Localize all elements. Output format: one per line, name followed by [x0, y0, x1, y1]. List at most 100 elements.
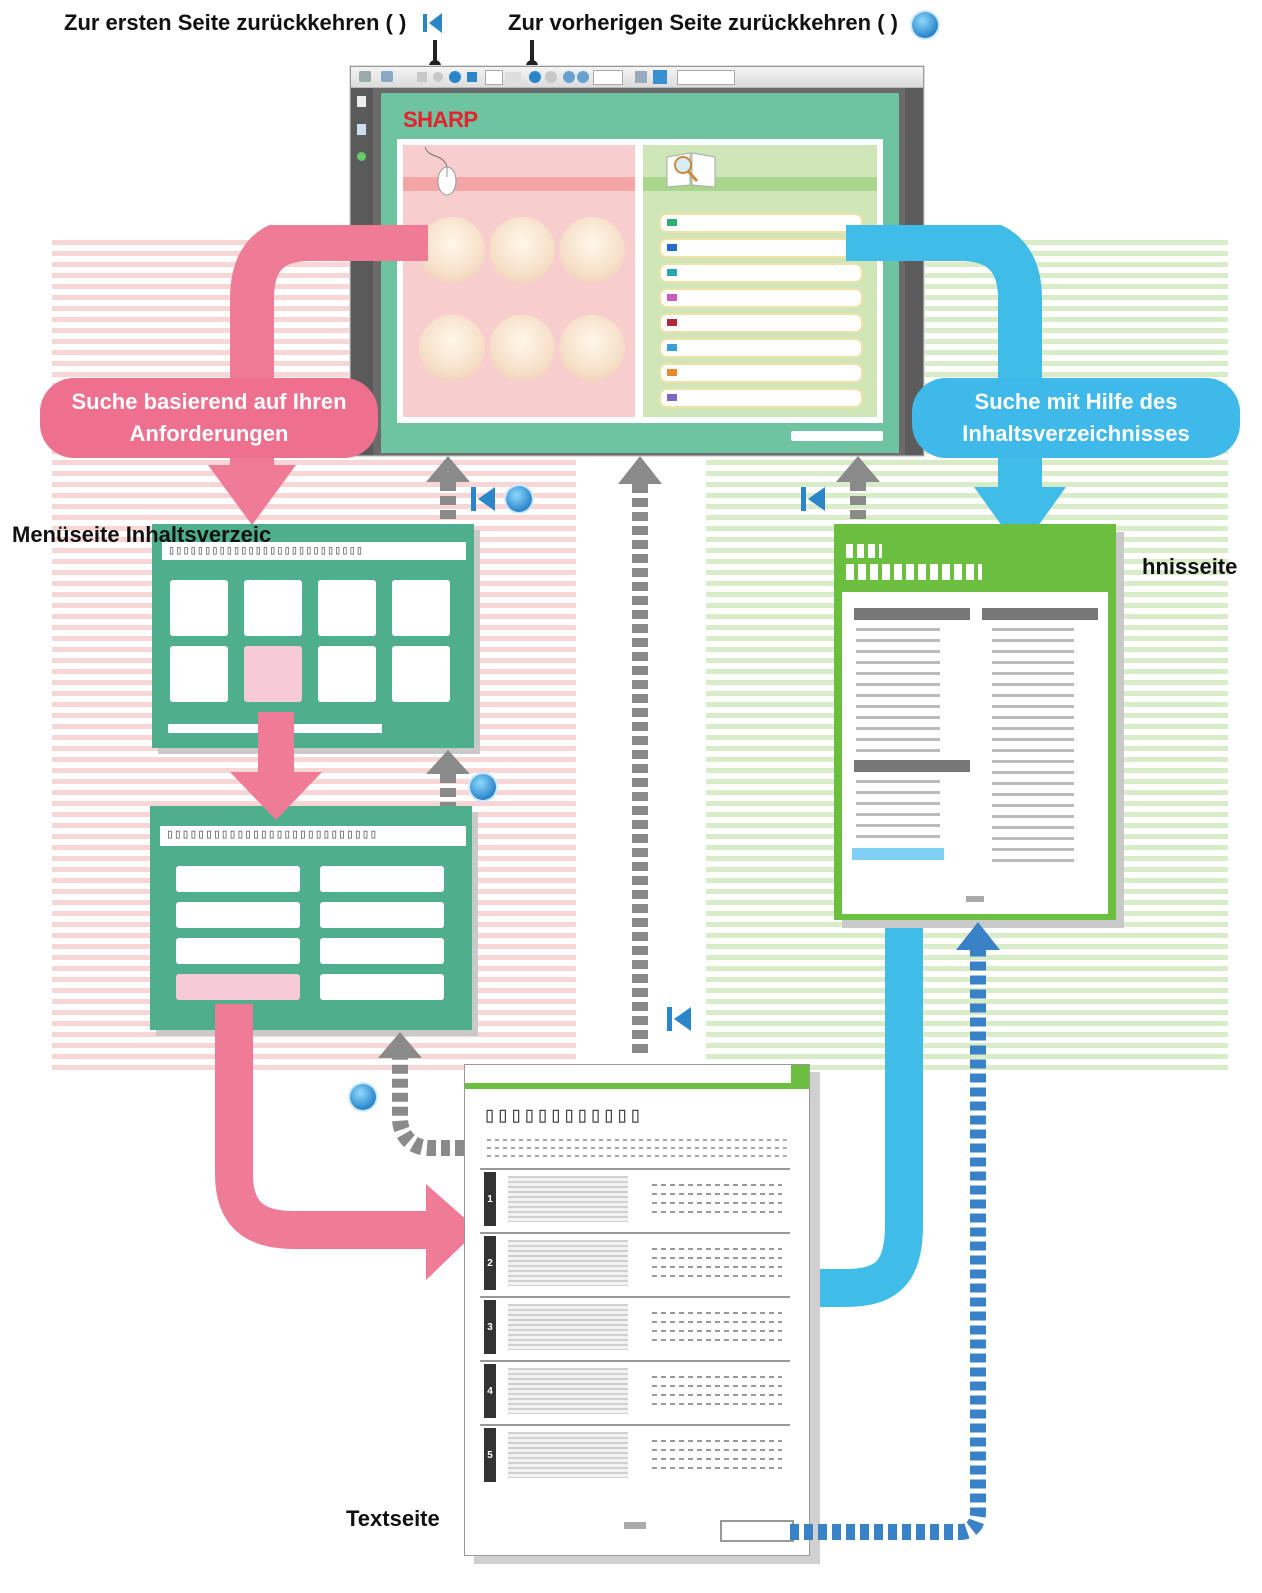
menu-tile[interactable]: [392, 580, 450, 636]
menu-tile[interactable]: [170, 580, 228, 636]
pdf-viewer-window: SHARP: [350, 66, 924, 456]
return-arrow-submenu-to-menu: [426, 750, 470, 806]
section-illustration: [508, 1368, 628, 1414]
toc-row[interactable]: [659, 238, 863, 258]
menu-tile[interactable]: [244, 580, 302, 636]
fit-width-button[interactable]: [653, 70, 667, 84]
pages-panel-icon[interactable]: [357, 96, 366, 107]
toc-row-marker: [667, 219, 677, 226]
toc-row[interactable]: [659, 338, 863, 358]
viewer-page-footer-bar: [791, 431, 883, 441]
toc-row[interactable]: [659, 213, 863, 233]
search-by-need-pill: Suche basierend auf Ihren Anforderungen: [40, 378, 378, 458]
prev-page-pointer: [530, 40, 534, 64]
page-number-input[interactable]: [485, 70, 503, 85]
forward-view-button[interactable]: [545, 71, 557, 83]
next-page-button[interactable]: [449, 71, 461, 83]
viewer-toolbar: [351, 67, 923, 88]
toc-page-heading-small: [846, 544, 882, 558]
section-number-tab: 3: [484, 1300, 496, 1354]
toc-entries-right[interactable]: [992, 628, 1074, 870]
section-number-tab: 1: [484, 1172, 496, 1226]
text-page-top-bar: [465, 1065, 809, 1089]
section-number-tab: 5: [484, 1428, 496, 1482]
submenu-item-selected[interactable]: [176, 974, 300, 1000]
tools-icon[interactable]: [381, 71, 393, 82]
prev-page-button[interactable]: [433, 72, 443, 82]
first-page-icon: [471, 487, 495, 511]
prev-page-icon: [470, 774, 496, 800]
text-page-toc-link[interactable]: [720, 1520, 794, 1542]
first-page-label: Zur ersten Seite zurückkehren ( ): [64, 10, 407, 35]
return-arrow-text-to-submenu: [378, 1032, 464, 1156]
section-text-lines: [652, 1376, 782, 1406]
return-arrow-text-to-toc: [790, 922, 1000, 1540]
category-circle[interactable]: [489, 315, 555, 381]
menu-tile-selected[interactable]: [244, 646, 302, 702]
submenu-item[interactable]: [320, 974, 444, 1000]
toc-row[interactable]: [659, 313, 863, 333]
search-by-toc-line2: Inhaltsverzeichnisses: [962, 421, 1190, 446]
submenu-item[interactable]: [176, 902, 300, 928]
menu-tile[interactable]: [170, 646, 228, 702]
viewer-page-inner: [397, 139, 883, 423]
toc-page-body: [842, 592, 1108, 914]
search-by-toc-line1: Suche mit Hilfe des: [974, 389, 1178, 414]
bookmarks-panel-icon[interactable]: [357, 124, 366, 135]
category-circle[interactable]: [419, 315, 485, 381]
toc-entry-selected[interactable]: [852, 848, 944, 860]
last-page-button[interactable]: [467, 72, 477, 82]
book-magnifier-icon: [666, 152, 716, 188]
zoom-select[interactable]: [593, 70, 623, 85]
fit-page-button[interactable]: [635, 71, 647, 83]
category-circle[interactable]: [559, 217, 625, 283]
prev-page-icon: [350, 1084, 376, 1110]
category-circle[interactable]: [419, 217, 485, 283]
toc-row[interactable]: [659, 288, 863, 308]
toc-entries-left[interactable]: [856, 628, 940, 752]
sharp-logo: SHARP: [403, 107, 478, 132]
return-arrow-center: [618, 456, 662, 1054]
submenu-item[interactable]: [320, 866, 444, 892]
section-text-lines: [652, 1312, 782, 1342]
section-number-tab: 4: [484, 1364, 496, 1418]
pink-arrow-to-text-page: [215, 1004, 478, 1280]
search-by-need-line2: Anforderungen: [129, 421, 289, 446]
toc-row-marker: [667, 344, 677, 351]
first-page-button[interactable]: [417, 72, 427, 82]
print-icon[interactable]: [359, 71, 371, 82]
search-by-need-line1: Suche basierend auf Ihren: [71, 389, 347, 414]
toc-entries-left-lower[interactable]: [856, 780, 940, 846]
section-number-tab: 2: [484, 1236, 496, 1290]
zoom-in-button[interactable]: [577, 71, 589, 83]
submenu-item[interactable]: [320, 902, 444, 928]
text-page-label: Textseite: [346, 1506, 440, 1531]
search-field[interactable]: [677, 70, 735, 85]
viewer-page: SHARP: [381, 93, 899, 453]
category-circle[interactable]: [489, 217, 555, 283]
zoom-out-button[interactable]: [563, 71, 575, 83]
viewer-side-panel: [351, 88, 373, 455]
prev-page-icon: [506, 486, 532, 512]
prev-page-label: Zur vorherigen Seite zurückkehren ( ): [508, 10, 898, 35]
menu-page-label: Menüseite Inhaltsverzeic: [12, 522, 272, 547]
section-illustration: [508, 1304, 628, 1350]
viewer-scrollbar[interactable]: [905, 88, 923, 455]
attachments-panel-icon[interactable]: [357, 152, 366, 161]
submenu-item[interactable]: [176, 938, 300, 964]
submenu-item[interactable]: [320, 938, 444, 964]
submenu-item[interactable]: [176, 866, 300, 892]
toc-row[interactable]: [659, 363, 863, 383]
back-view-button[interactable]: [529, 71, 541, 83]
page-count: [505, 72, 521, 82]
menu-tile[interactable]: [318, 580, 376, 636]
toc-row[interactable]: [659, 263, 863, 283]
toc-row[interactable]: [659, 388, 863, 408]
mouse-icon: [424, 146, 457, 196]
menu-page-title-bar: [162, 542, 466, 560]
menu-tile[interactable]: [318, 646, 376, 702]
category-circle[interactable]: [559, 315, 625, 381]
menu-tile[interactable]: [392, 646, 450, 702]
toc-row-marker: [667, 244, 677, 251]
menu-page-title-text: ▯▯▯▯▯▯▯▯▯▯▯▯▯▯▯▯▯▯▯▯▯▯▯▯▯▯▯: [168, 543, 364, 557]
